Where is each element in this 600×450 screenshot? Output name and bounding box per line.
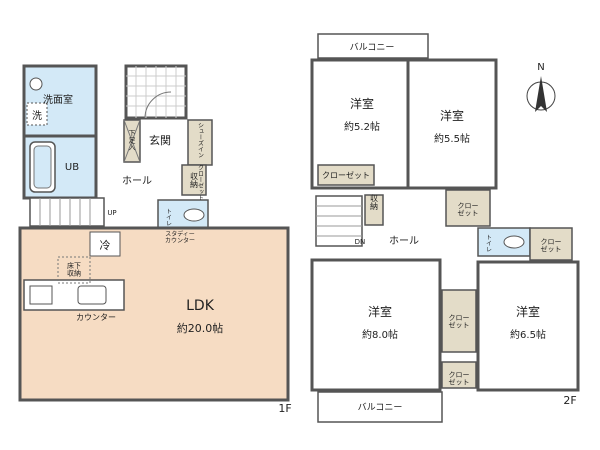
ldk-floor <box>18 226 290 402</box>
stairs-dn-label: DN <box>355 238 366 246</box>
balcony-top <box>317 33 429 59</box>
kitchen-sink-icon <box>77 285 107 305</box>
shoe-closet-box <box>187 119 213 166</box>
compass: N <box>526 62 556 112</box>
closet-a-label: クローゼット <box>322 170 370 180</box>
study-counter-label: スタディーカウンター <box>165 230 195 245</box>
stairs-up-label: UP <box>107 209 116 217</box>
bath-label: UB <box>65 162 79 173</box>
closet-b <box>445 189 491 227</box>
closet-d-label: クローゼット <box>449 314 470 330</box>
storage-2f-label: 収納 <box>370 193 379 211</box>
west-room-name: 洋室 <box>350 96 374 111</box>
counter-label: カウンター <box>76 313 116 322</box>
washroom-label: 洗面室 <box>43 93 73 106</box>
toilet-2f-icon <box>503 235 525 249</box>
se-room-size: 約6.5帖 <box>510 328 546 341</box>
balcony-bottom <box>317 391 443 423</box>
floor-1-label: 1F <box>278 402 291 415</box>
shoe-closet-label: シューズインクローゼット <box>197 122 204 201</box>
north-arrow-icon <box>535 76 547 112</box>
entrance-label: 玄関 <box>149 133 171 147</box>
ldk-size-label: 約20.0帖 <box>177 321 224 335</box>
closet-d <box>441 289 477 353</box>
storage-2f <box>364 194 384 226</box>
east-room <box>406 58 498 190</box>
toilet-1f-icon <box>183 208 205 222</box>
washer-box <box>26 102 48 126</box>
se-room-name: 洋室 <box>516 304 540 319</box>
east-room-name: 洋室 <box>440 108 464 123</box>
sink-icon <box>29 77 43 91</box>
stairs-2f <box>315 195 363 247</box>
balcony-bottom-label: バルコニー <box>358 402 403 413</box>
kitchen-counter <box>23 279 125 311</box>
southeast-room <box>476 260 580 392</box>
under-floor-storage-label: 床下収納 <box>67 261 81 278</box>
fridge-label: 冷 <box>100 239 111 252</box>
shoe-step-label: 下足入 <box>128 130 136 151</box>
entrance-tile <box>124 64 188 120</box>
compass-north-label: N <box>537 62 544 73</box>
ldk-name-label: LDK <box>186 298 215 314</box>
east-room-size: 約5.5帖 <box>434 132 470 145</box>
closet-a <box>317 164 375 186</box>
hall-storage-box <box>181 164 207 196</box>
closet-b-label: クローゼット <box>458 202 479 218</box>
toilet-1f-label: トイレ <box>165 208 172 226</box>
balcony-top-label: バルコニー <box>350 42 395 53</box>
closet-c <box>529 227 573 261</box>
stairs-1f <box>29 197 105 227</box>
stove-icon <box>29 285 53 305</box>
closet-e <box>441 361 477 389</box>
storage-1f-label: 収納 <box>190 171 199 189</box>
fridge-box <box>89 231 121 257</box>
under-floor-storage-box <box>57 256 91 284</box>
west-room-size: 約5.2帖 <box>344 120 380 133</box>
sw-room-name: 洋室 <box>368 304 392 319</box>
closet-e-label: クローゼット <box>449 371 470 387</box>
floor-2-label: 2F <box>563 394 576 407</box>
southwest-room <box>310 258 442 392</box>
hall-1f-label: ホール <box>122 175 152 187</box>
floor-1: 洗面室 洗 UB 玄関 下足入 シューズインクローゼット ホール 収納 トイレ … <box>18 64 292 415</box>
hall-2f-label: ホール <box>389 235 419 247</box>
toilet-2f-label: トイレ <box>485 234 492 252</box>
closet-c-label: クローゼット <box>541 238 562 254</box>
washer-label: 洗 <box>32 110 42 122</box>
sw-room-size: 約8.0帖 <box>362 328 398 341</box>
floor-2: バルコニー 洋室 約5.2帖 洋室 約5.5帖 クローゼット 収納 クローゼット… <box>310 33 580 423</box>
